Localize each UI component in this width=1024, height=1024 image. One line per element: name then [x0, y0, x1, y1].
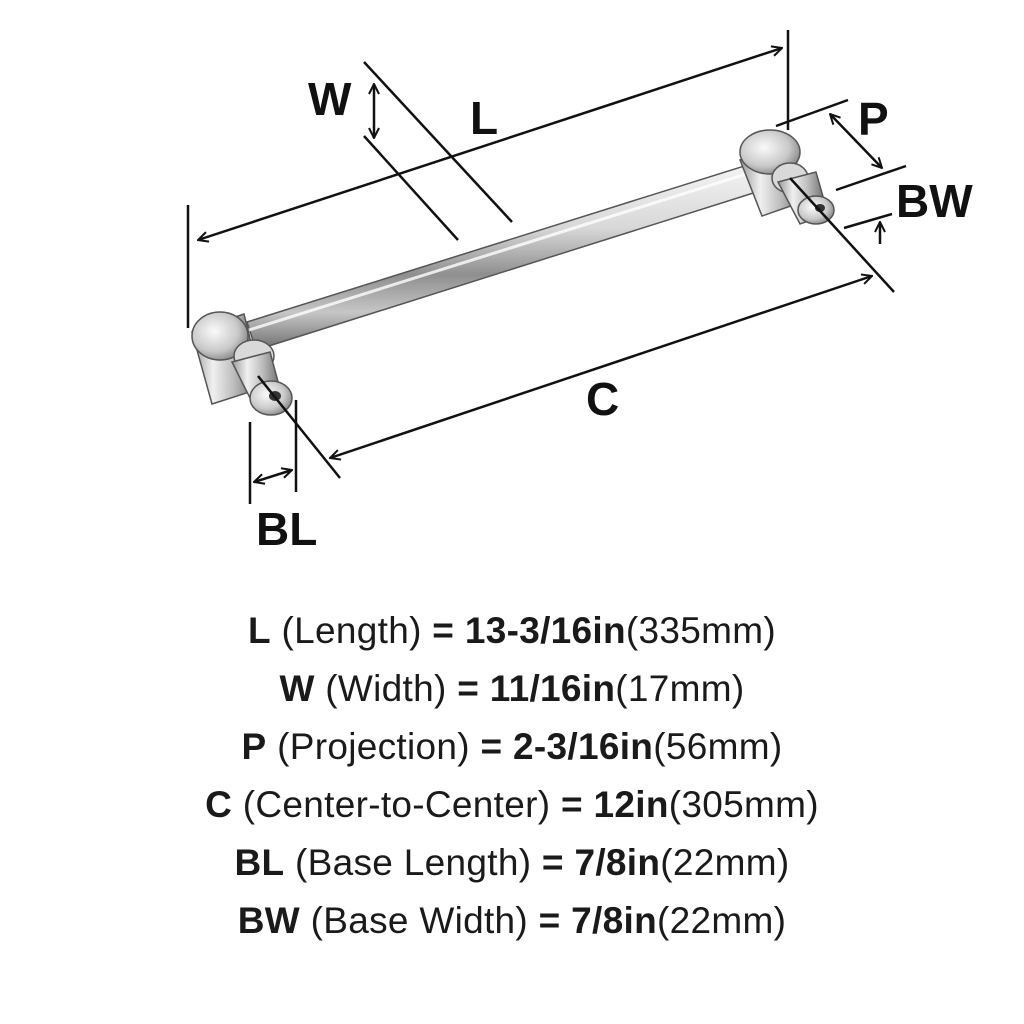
- spec-equals: =: [457, 668, 480, 709]
- spec-equals: =: [541, 842, 564, 883]
- spec-imperial: 11/16in: [489, 668, 616, 709]
- cabinet-pull-drawing: [186, 30, 907, 504]
- dim-label-l: L: [470, 92, 499, 144]
- spec-imperial: 13-3/16in: [464, 610, 626, 651]
- spec-row-width: W (Width) = 11/16in(17mm): [0, 660, 1024, 718]
- spec-key: W: [279, 668, 315, 709]
- spec-row-base-length: BL (Base Length) = 7/8in(22mm): [0, 834, 1024, 892]
- spec-metric: (22mm): [656, 900, 787, 941]
- spec-description: (Projection): [277, 726, 470, 767]
- spec-description: (Width): [325, 668, 447, 709]
- spec-row-center-to-center: C (Center-to-Center) = 12in(305mm): [0, 776, 1024, 834]
- spec-imperial: 7/8in: [571, 900, 657, 941]
- dimension-specs: L (Length) = 13-3/16in(335mm) W (Width) …: [0, 602, 1024, 950]
- spec-equals: =: [432, 610, 455, 651]
- spec-imperial: 12in: [593, 784, 669, 825]
- dimension-diagram: W L P BW C BL: [186, 30, 973, 555]
- spec-key: BL: [234, 842, 285, 883]
- spec-equals: =: [538, 900, 561, 941]
- spec-description: (Base Width): [310, 900, 529, 941]
- spec-imperial: 2-3/16in: [513, 726, 654, 767]
- spec-equals: =: [560, 784, 583, 825]
- spec-metric: (56mm): [653, 726, 783, 767]
- spec-key: C: [205, 784, 233, 825]
- dim-label-w: W: [308, 73, 352, 125]
- spec-metric: (17mm): [615, 668, 745, 709]
- spec-row-length: L (Length) = 13-3/16in(335mm): [0, 602, 1024, 660]
- spec-metric: (22mm): [660, 842, 790, 883]
- spec-key: BW: [237, 900, 301, 941]
- dim-label-bw: BW: [896, 175, 973, 227]
- spec-key: L: [247, 610, 271, 651]
- spec-description: (Length): [281, 610, 422, 651]
- spec-key: P: [241, 726, 267, 767]
- spec-equals: =: [480, 726, 503, 767]
- dim-label-bl: BL: [256, 503, 318, 555]
- dimension-lines: [186, 30, 907, 504]
- dim-label-c: C: [586, 373, 620, 425]
- spec-row-projection: P (Projection) = 2-3/16in(56mm): [0, 718, 1024, 776]
- dim-label-p: P: [858, 93, 889, 145]
- spec-row-base-width: BW (Base Width) = 7/8in(22mm): [0, 892, 1024, 950]
- pull-rod: [246, 161, 767, 351]
- spec-metric: (305mm): [668, 784, 819, 825]
- spec-description: (Base Length): [295, 842, 532, 883]
- spec-description: (Center-to-Center): [242, 784, 551, 825]
- spec-metric: (335mm): [625, 610, 777, 651]
- spec-imperial: 7/8in: [574, 842, 661, 883]
